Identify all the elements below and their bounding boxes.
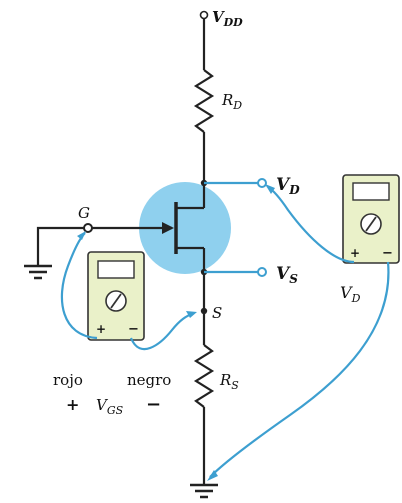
lead-vgs-red xyxy=(60,232,98,340)
vgs-meter-minus: − xyxy=(128,322,139,337)
vd-label: VD xyxy=(276,175,300,197)
s-label: S xyxy=(212,304,222,322)
vs-label: VS xyxy=(276,264,298,286)
lead-vd-black-tip xyxy=(207,470,218,481)
lead-vgs-red-tip xyxy=(77,231,86,240)
vs-terminal xyxy=(257,267,267,277)
resistor-rd xyxy=(193,69,215,133)
gate-ground-icon xyxy=(24,264,52,280)
bottom-ground-icon xyxy=(190,483,218,499)
gate-ground-wire xyxy=(36,226,84,266)
rs-label: RS xyxy=(219,371,239,392)
lead-vd-black xyxy=(209,261,390,478)
fet-body xyxy=(139,182,231,274)
vgs-plus-label: + xyxy=(66,395,79,414)
rd-label: RD xyxy=(221,91,242,112)
vgs-meter-plus: + xyxy=(96,322,106,336)
vdd-label: VDD xyxy=(212,8,243,29)
s-node xyxy=(200,307,208,315)
vgs-minus-label: − xyxy=(146,394,161,415)
vd-meter xyxy=(342,174,400,264)
lead-vgs-black xyxy=(129,311,195,351)
vgs-label: VGS xyxy=(96,396,124,417)
vd-meter-minus: − xyxy=(382,246,393,261)
gate-arrow xyxy=(162,222,174,234)
resistor-rs xyxy=(193,344,215,408)
vdd-terminal xyxy=(199,10,209,20)
vgs-meter xyxy=(87,251,145,341)
vd-meter-label: VD xyxy=(340,283,361,305)
negro-label: negro xyxy=(127,371,171,389)
gate-terminal xyxy=(83,223,93,233)
lead-vgs-black-tip xyxy=(186,311,197,318)
rojo-label: rojo xyxy=(53,371,83,389)
lead-vd-red-tip xyxy=(265,184,275,194)
lead-vd-red xyxy=(266,185,355,264)
vd-terminal xyxy=(257,178,267,188)
gate-label: G xyxy=(78,204,90,222)
vd-meter-plus: + xyxy=(350,246,360,260)
